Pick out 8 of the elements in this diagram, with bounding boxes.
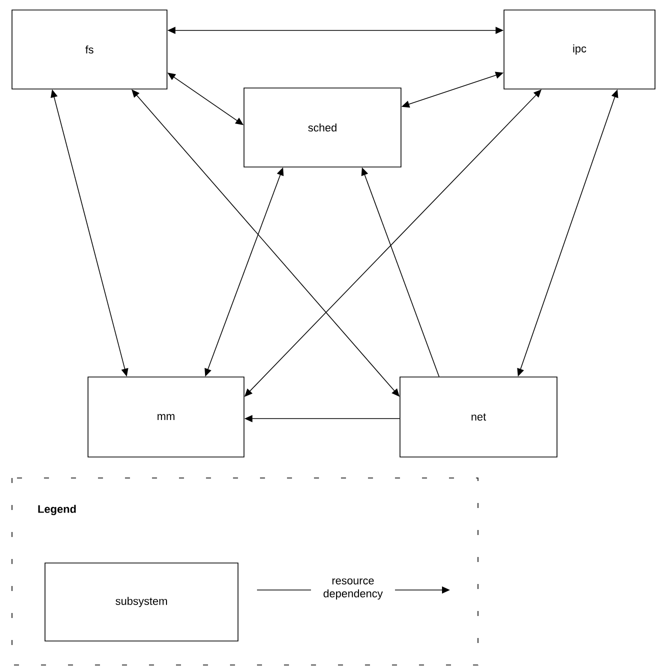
subsystem-box: sched — [244, 88, 402, 168]
subsystem-box: ipc — [504, 10, 656, 90]
legend-box: subsystem — [44, 562, 238, 642]
legend-arrow-label: resource dependency — [311, 576, 395, 602]
legend-heading: Legend — [38, 504, 76, 516]
subsystem-box: fs — [12, 10, 168, 90]
subsystem-box: mm — [88, 376, 244, 458]
subsystem-box: net — [400, 376, 558, 458]
